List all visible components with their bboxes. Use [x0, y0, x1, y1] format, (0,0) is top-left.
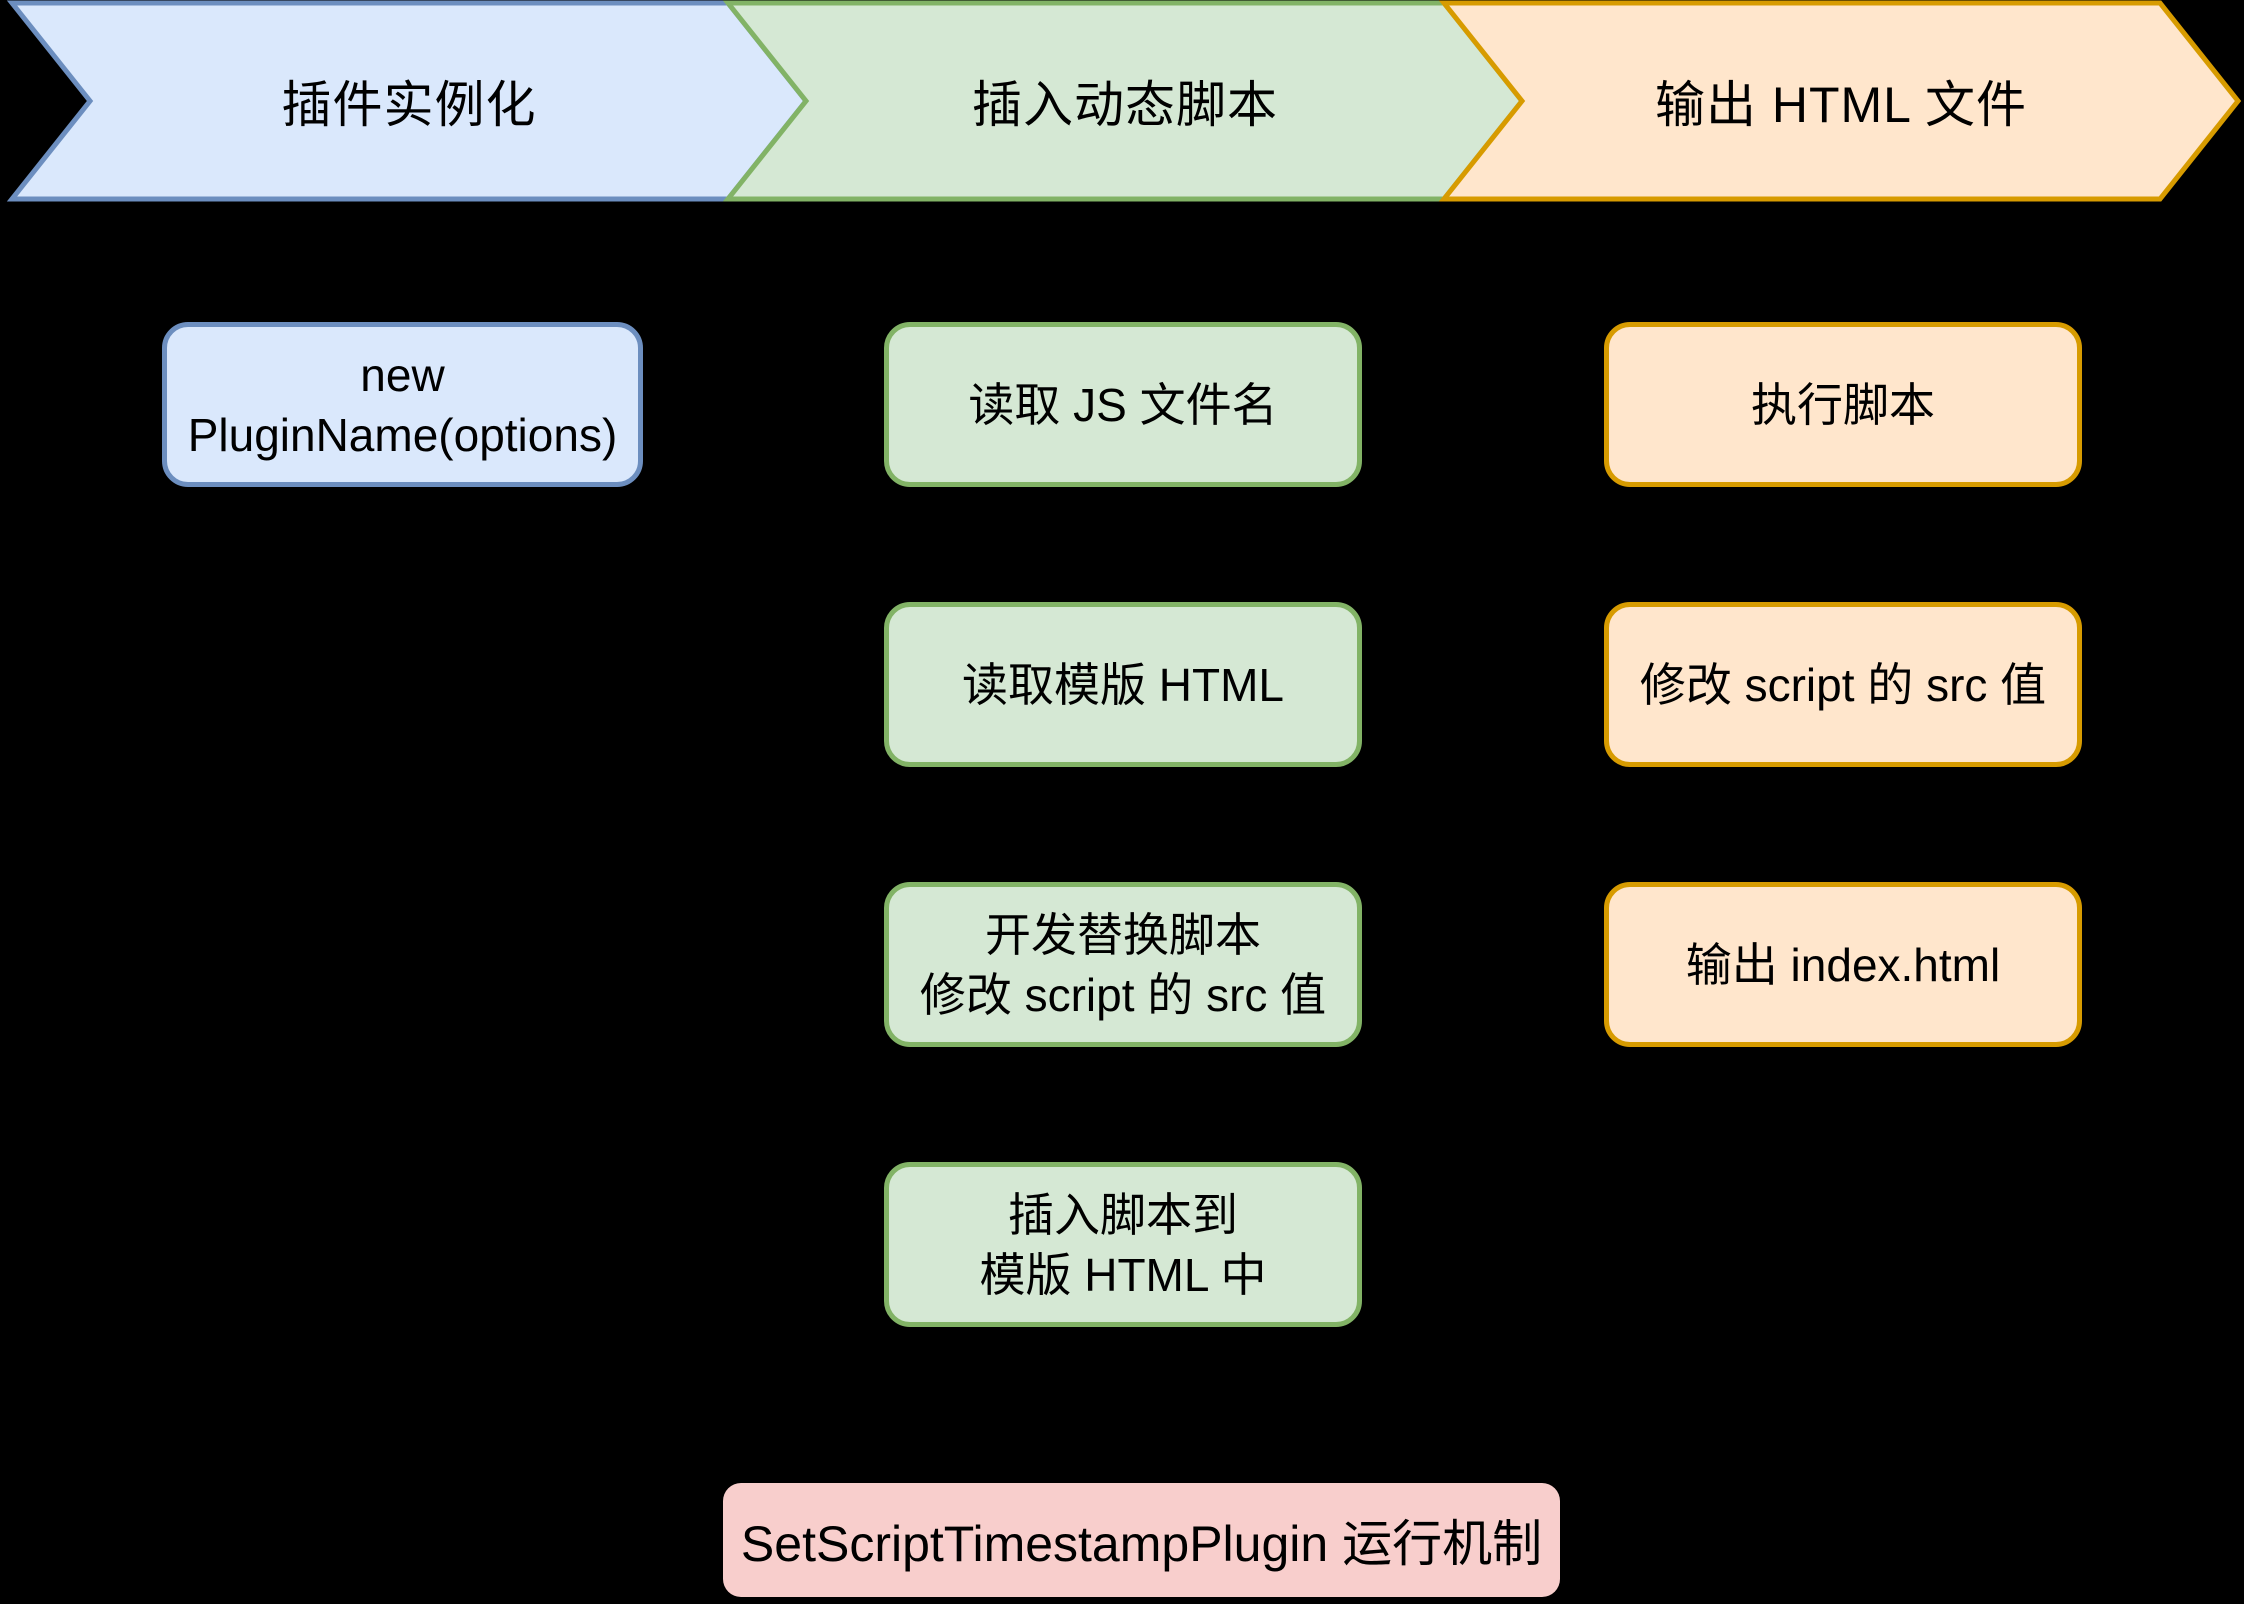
stage-chevron-insert-dynamic-script: 插入动态脚本: [722, 0, 1526, 202]
stage-chevron-plugin-instantiation: 插件实例化: [6, 0, 810, 202]
chevron-shape: [1438, 0, 2242, 202]
box-develop-replace-script-text: 开发替换脚本 修改 script 的 src 值: [919, 908, 1327, 1021]
caption-box: SetScriptTimestampPlugin 运行机制: [723, 1483, 1560, 1597]
box-develop-replace-script: 开发替换脚本 修改 script 的 src 值: [884, 882, 1362, 1047]
caption-text: SetScriptTimestampPlugin 运行机制: [740, 1516, 1543, 1572]
box-new-plugin-instance-text: new PluginName(options): [187, 348, 618, 461]
box-read-template-html: 读取模版 HTML: [884, 602, 1362, 767]
box-output-index-html: 输出 index.html: [1604, 882, 2082, 1047]
stage-label-output-html-file: 输出 HTML 文件: [1654, 77, 2028, 133]
box-modify-script-src: 修改 script 的 src 值: [1604, 602, 2082, 767]
box-modify-script-src-text: 修改 script 的 src 值: [1639, 658, 2047, 711]
stage-label-plugin-instantiation: 插件实例化: [281, 77, 537, 133]
chevron-polygon: [1438, 0, 2242, 202]
box-output-index-html-text: 输出 index.html: [1685, 938, 2001, 991]
stage-chevron-output-html-file: 输出 HTML 文件: [1438, 0, 2242, 202]
box-execute-script: 执行脚本: [1604, 322, 2082, 487]
stage-label-insert-dynamic-script: 插入动态脚本: [972, 77, 1278, 133]
box-read-template-html-text: 读取模版 HTML: [962, 658, 1284, 711]
box-new-plugin-instance: new PluginName(options): [162, 322, 643, 487]
box-insert-script-into-template-text: 插入脚本到 模版 HTML 中: [979, 1188, 1267, 1301]
box-read-js-filename-text: 读取 JS 文件名: [968, 378, 1278, 431]
box-read-js-filename: 读取 JS 文件名: [884, 322, 1362, 487]
box-insert-script-into-template: 插入脚本到 模版 HTML 中: [884, 1162, 1362, 1327]
box-execute-script-text: 执行脚本: [1751, 378, 1935, 431]
